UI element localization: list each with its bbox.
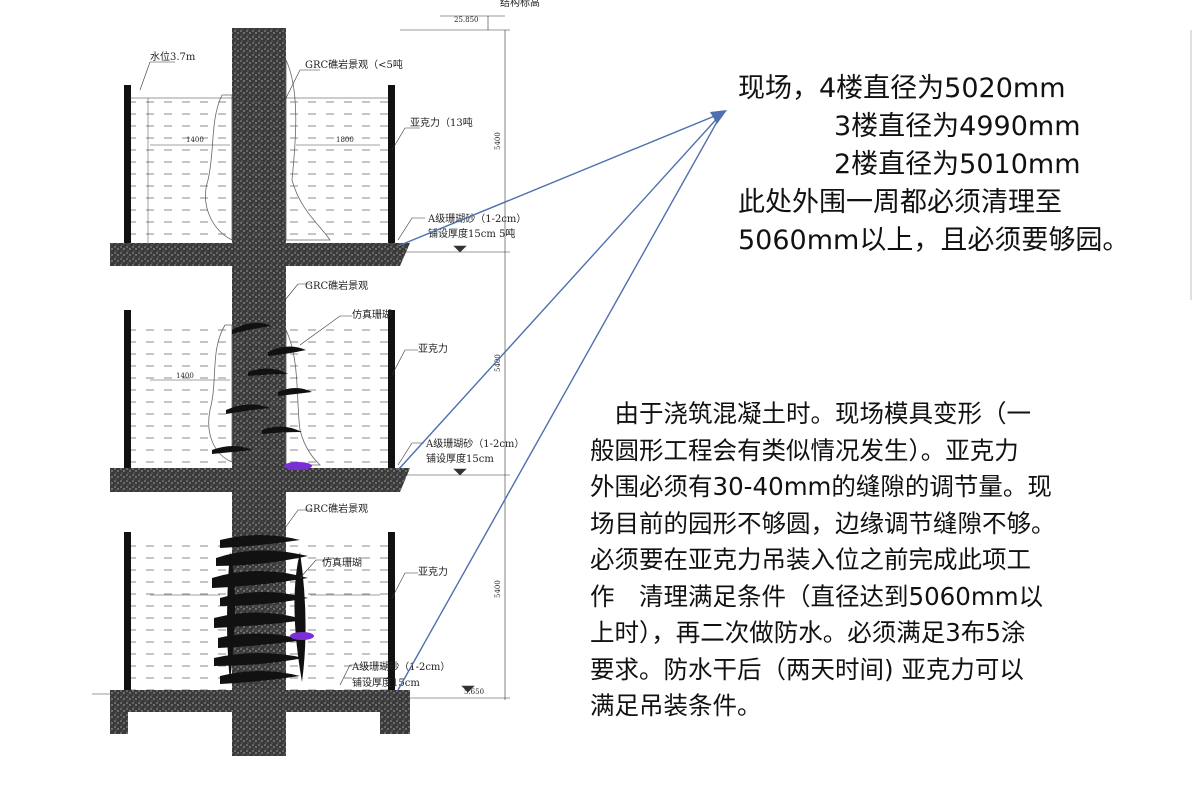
acrylic-wall-left <box>124 310 131 470</box>
acrylic-wall-right <box>388 310 395 470</box>
sand-label-1: A级珊瑚砂（1-2cm） <box>425 437 524 450</box>
sand-label-1: A级珊瑚砂（1-2cm） <box>351 660 450 673</box>
note-line: 要求。防水干后（两天时间) 亚克力可以 <box>590 654 1024 684</box>
grc-label: GRC礁岩景观 <box>305 502 368 515</box>
note-line: 5060mm以上，且必须要够园。 <box>738 225 1130 256</box>
note-line: 2楼直径为5010mm <box>834 149 1081 180</box>
note-line: 般圆形工程会有类似情况发生）。亚克力 <box>590 435 1019 465</box>
elevation-top-label: 结构标高 <box>500 0 540 9</box>
note-line: 必须要在亚克力吊装入位之前完成此项工 <box>590 545 1031 574</box>
grc-label: GRC礁岩景观 <box>305 279 368 292</box>
dim-height-1: 5400 <box>494 132 502 150</box>
acrylic-wall-left <box>124 85 131 245</box>
diameter-notes: 现场，4楼直径为5020mm 3楼直径为4990mm 2楼直径为5010mm 此… <box>738 70 1188 260</box>
note-line: 场目前的园形不够圆，边缘调节缝隙不够。 <box>590 508 1056 538</box>
tank-level-2: 1400 GRC礁岩景观 仿真珊瑚 亚克力 A级珊瑚砂（1-2cm） 铺设厚度1… <box>110 279 524 492</box>
coral-label: 仿真珊瑚 <box>352 308 392 321</box>
note-line: 3楼直径为4990mm <box>834 111 1081 142</box>
note-line: 满足吊装条件。 <box>590 691 762 720</box>
grc-label: GRC礁岩景观（<5吨 <box>305 58 403 71</box>
note-line: 由于浇筑混凝土时。现场模具变形（一 <box>590 399 1031 428</box>
callout-arrows <box>397 112 723 691</box>
artificial-coral <box>212 322 312 454</box>
acrylic-label: 亚克力（13吨 <box>410 116 473 129</box>
coral-label: 仿真珊瑚 <box>322 556 362 569</box>
note-line: 作 清理满足条件（直径达到5060mm以 <box>590 581 1044 611</box>
construction-notes: 由于浇筑混凝土时。现场模具变形（一 般圆形工程会有类似情况发生）。亚克力 外围必… <box>590 396 1190 725</box>
tank-level-3: GRC礁岩景观 仿真珊瑚 亚克力 A级珊瑚砂（1-2cm） 铺设厚度15cm <box>92 502 450 734</box>
acrylic-wall-right <box>388 532 395 694</box>
dim-height-3: 5400 <box>494 580 502 598</box>
acrylic-label: 亚克力 <box>418 342 448 355</box>
note-line: 外围必须有30-40mm的缝隙的调节量。现 <box>590 472 1052 501</box>
arrowhead <box>710 110 727 124</box>
acrylic-wall-left <box>124 532 131 694</box>
acrylic-label: 亚克力 <box>418 565 448 578</box>
dim-height-2: 5400 <box>494 354 502 372</box>
floor-slab <box>110 468 410 492</box>
dimension-lines <box>400 15 510 700</box>
sand-label-2: 铺设厚度15cm 5吨 <box>428 227 515 240</box>
sand-label-1: A级珊瑚砂（1-2cm） <box>427 212 526 225</box>
acrylic-wall-right <box>388 85 395 245</box>
note-line: 此处外围一周都必须清理至 <box>738 187 1062 218</box>
sand-label-2: 铺设厚度15cm <box>352 676 420 689</box>
water-level-label: 水位3.7m <box>150 50 196 63</box>
note-line: 现场，4楼直径为5020mm <box>738 73 1066 104</box>
sand-label-2: 铺设厚度15cm <box>426 452 494 465</box>
tank-level-1: 1400 1800 水位3.7m GRC礁岩景观（<5吨 亚克力（13吨 A级珊… <box>110 50 526 266</box>
elevation-top-value: 25.850 <box>454 16 479 24</box>
artificial-coral-cluster <box>212 535 308 684</box>
note-line: 上时），再二次做防水。必须满足3布5涂 <box>590 618 1026 647</box>
floor-slab <box>110 243 410 266</box>
elevation-bottom-value: 5.650 <box>464 688 484 696</box>
dim-a: 1400 <box>186 136 204 144</box>
dim-a: 1400 <box>176 372 194 380</box>
dim-b: 1800 <box>336 136 354 144</box>
